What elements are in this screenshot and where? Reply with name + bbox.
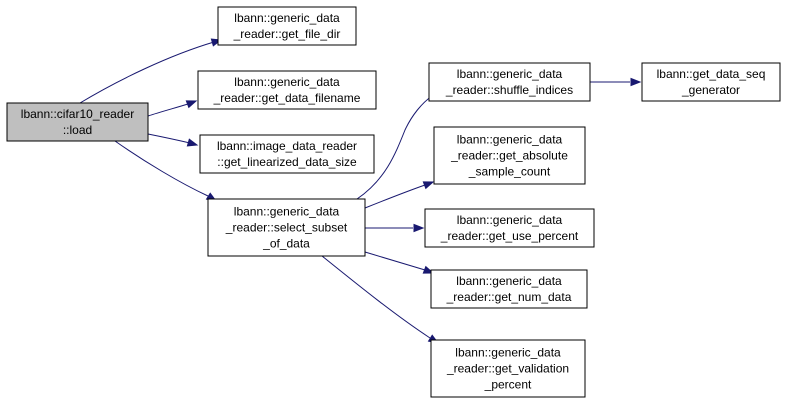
node-label-line: lbann::generic_data: [456, 274, 562, 288]
node-shuffle-indices[interactable]: lbann::generic_data_reader::shuffle_indi…: [428, 62, 591, 102]
node-select-subset-of-data[interactable]: lbann::generic_data_reader::select_subse…: [207, 198, 366, 257]
node-box: [428, 62, 591, 102]
edge-line: [364, 184, 426, 209]
edge-arrowhead: [186, 138, 199, 147]
edge-arrowhead: [630, 77, 642, 87]
edge-line: [147, 103, 189, 117]
edge-select_subset_of_data-to-get_absolute_sample_count: [364, 181, 435, 209]
node-get-use-percent[interactable]: lbann::generic_data_reader::get_use_perc…: [424, 208, 595, 248]
node-label-line: lbann::generic_data: [457, 213, 563, 227]
edge-line: [147, 133, 191, 144]
node-get-validation-percent[interactable]: lbann::generic_data_reader::get_validati…: [430, 339, 586, 398]
node-load[interactable]: lbann::cifar10_reader::load: [6, 102, 149, 142]
edge-load-to-get_data_filename: [147, 100, 198, 117]
node-label-line: lbann::generic_data: [455, 346, 561, 360]
node-get-linearized-data-size[interactable]: lbann::image_data_reader::get_linearized…: [199, 134, 375, 174]
edge-arrowhead: [413, 223, 425, 233]
edge-line: [114, 140, 209, 197]
node-label-line: _reader::shuffle_indices: [445, 83, 573, 97]
node-box: [433, 126, 586, 185]
node-label-line: _sample_count: [468, 165, 551, 179]
node-label-line: _reader::select_subset: [225, 221, 348, 235]
node-box: [641, 62, 781, 102]
node-label-line: _reader::get_data_filename: [213, 91, 361, 105]
node-label-line: _reader::get_num_data: [446, 290, 572, 304]
node-get-absolute-sample-count[interactable]: lbann::generic_data_reader::get_absolute…: [433, 126, 586, 185]
node-label-line: lbann::image_data_reader: [217, 139, 357, 153]
edge-select_subset_of_data-to-get_use_percent: [365, 223, 425, 233]
node-box: [430, 339, 586, 398]
node-box: [207, 198, 366, 257]
node-label-line: _reader::get_absolute: [450, 149, 568, 163]
node-label-line: _reader::get_use_percent: [440, 229, 579, 243]
edge-line: [79, 41, 215, 104]
edge-arrowhead: [185, 100, 198, 109]
node-box: [217, 6, 357, 46]
nodes-layer: lbann::cifar10_reader::loadlbann::generi…: [6, 6, 781, 398]
node-label-line: _reader::get_file_dir: [233, 27, 341, 41]
node-box: [197, 70, 377, 110]
node-label-line: lbann::generic_data: [234, 205, 340, 219]
node-box: [424, 208, 595, 248]
edge-line: [364, 251, 426, 271]
edge-line: [356, 95, 433, 200]
node-label-line: _percent: [484, 378, 532, 392]
node-get-data-seq-generator[interactable]: lbann::get_data_seq_generator: [641, 62, 781, 102]
node-label-line: lbann::generic_data: [234, 75, 340, 89]
node-get-file-dir[interactable]: lbann::generic_data_reader::get_file_dir: [217, 6, 357, 46]
node-label-line: ::load: [63, 123, 92, 137]
node-label-line: _generator: [681, 83, 740, 97]
node-box: [6, 102, 149, 142]
node-label-line: lbann::get_data_seq: [657, 67, 766, 81]
node-get-data-filename[interactable]: lbann::generic_data_reader::get_data_fil…: [197, 70, 377, 110]
node-box: [199, 134, 375, 174]
edges-layer: [79, 38, 642, 344]
edge-load-to-get_linearized_data_size: [147, 133, 199, 147]
edge-shuffle_indices-to-get_data_seq_generator: [590, 77, 642, 87]
node-label-line: _of_data: [262, 237, 310, 251]
node-box: [430, 269, 588, 309]
node-label-line: lbann::generic_data: [457, 133, 563, 147]
node-label-line: lbann::generic_data: [457, 67, 563, 81]
edge-select_subset_of_data-to-get_num_data: [364, 251, 435, 274]
node-get-num-data[interactable]: lbann::generic_data_reader::get_num_data: [430, 269, 588, 309]
node-label-line: lbann::generic_data: [234, 11, 340, 25]
node-label-line: _reader::get_validation: [446, 362, 569, 376]
edge-arrowhead: [422, 181, 435, 190]
node-label-line: lbann::cifar10_reader: [21, 107, 134, 121]
node-label-line: ::get_linearized_data_size: [217, 155, 357, 169]
edge-line: [321, 255, 431, 339]
